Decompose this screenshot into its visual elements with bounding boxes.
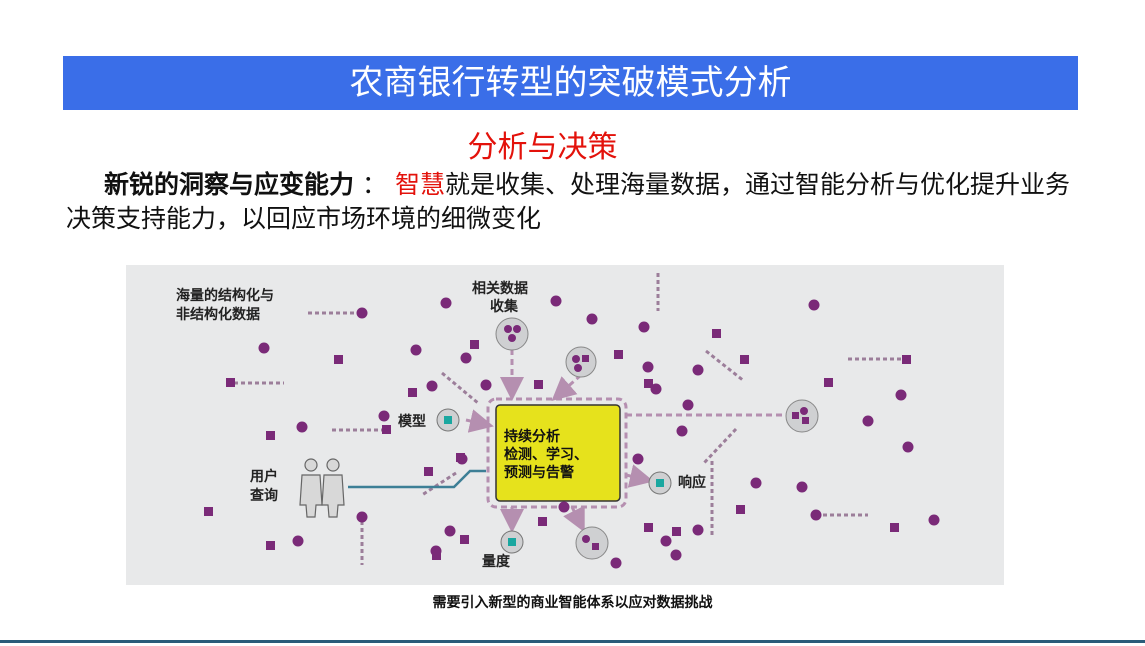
paragraph-separator: ： — [361, 170, 387, 199]
label-collection-1: 相关数据 — [472, 280, 528, 297]
footer-divider — [0, 640, 1145, 643]
center-box-line3: 预测与告警 — [504, 464, 574, 481]
intro-paragraph: 新锐的洞察与应变能力 ： 智慧就是收集、处理海量数据，通过智能分析与优化提升业务… — [66, 168, 1081, 236]
arrows-to-center — [465, 349, 786, 533]
user-query-line — [348, 469, 486, 489]
cluster-node-top-right — [565, 346, 597, 378]
slide-title: 农商银行转型的突破模式分析 — [63, 56, 1078, 110]
label-measure: 量度 — [482, 553, 511, 570]
dashed-connectors — [234, 273, 904, 565]
bi-diagram: 持续分析 检测、学习、 预测与告警 — [126, 265, 1004, 585]
model-node — [436, 408, 460, 432]
paragraph-body: 就是收集、处理海量数据，通过智能分析与优化提升业务决策支持能力，以回应市场环境的… — [66, 170, 1070, 233]
label-model: 模型 — [398, 413, 426, 430]
user-figures-icon — [299, 458, 345, 518]
cluster-node-right — [785, 399, 819, 433]
slide-subtitle: 分析与决策 — [467, 130, 618, 165]
label-user-2: 查询 — [250, 487, 278, 504]
cluster-node-bottom — [575, 526, 609, 560]
measure-node — [500, 530, 524, 554]
cluster-node-collection — [495, 317, 529, 351]
scatter-squares — [204, 329, 911, 560]
label-user-1: 用户 — [250, 468, 278, 485]
paragraph-lead: 新锐的洞察与应变能力 — [104, 170, 355, 199]
scatter-dots — [258, 295, 940, 569]
center-box-line2: 检测、学习、 — [504, 446, 588, 463]
label-response: 响应 — [678, 474, 706, 491]
center-box-border — [486, 397, 628, 509]
center-box — [495, 404, 621, 502]
diagram-canvas: 持续分析 检测、学习、 预测与告警 — [176, 273, 940, 570]
paragraph-highlight: 智慧 — [394, 170, 445, 199]
center-box-line1: 持续分析 — [504, 428, 560, 445]
figure-caption: 需要引入新型的商业智能体系以应对数据挑战 — [432, 595, 713, 611]
response-node — [648, 471, 672, 495]
label-data-source-2: 非结构化数据 — [176, 306, 260, 323]
label-collection-2: 收集 — [490, 298, 519, 315]
label-data-source-1: 海量的结构化与 — [176, 287, 274, 304]
